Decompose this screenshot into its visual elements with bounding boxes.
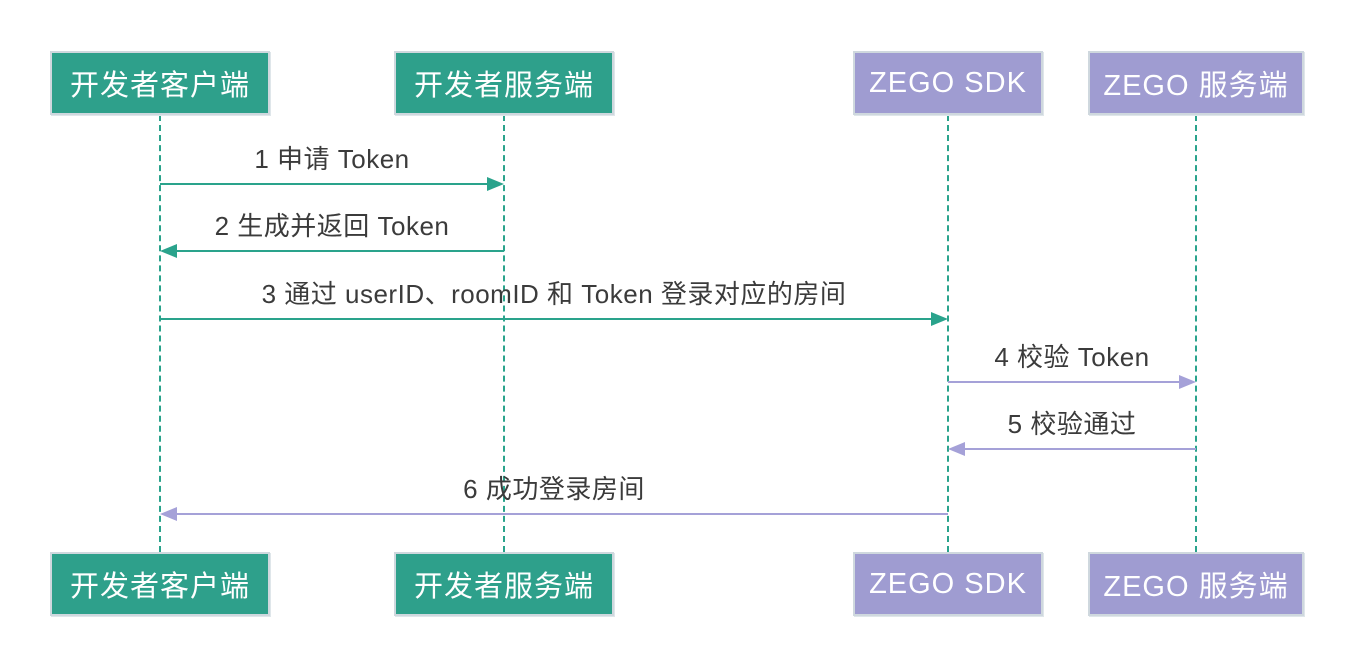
actor-box-top-dev-server: 开发者服务端 (394, 51, 614, 115)
message-label-3: 3 通过 userID、roomID 和 Token 登录对应的房间 (261, 279, 847, 309)
actor-label-dev-client: 开发者客户端 (69, 571, 250, 603)
message-arrow-line-5 (961, 448, 1196, 450)
actor-box-bottom-dev-client: 开发者客户端 (50, 552, 270, 616)
message-arrow-line-4 (948, 381, 1183, 383)
message-arrowhead-2 (160, 244, 177, 258)
message-arrow-line-6 (173, 513, 948, 515)
lifeline-zego-sdk (947, 115, 949, 552)
actor-box-bottom-zego-server: ZEGO 服务端 (1088, 552, 1304, 616)
message-label-5: 5 校验通过 (1007, 409, 1137, 439)
lifeline-dev-server (503, 115, 505, 552)
actor-box-bottom-dev-server: 开发者服务端 (394, 552, 614, 616)
message-arrowhead-5 (948, 442, 965, 456)
message-arrow-line-2 (173, 250, 504, 252)
lifeline-zego-server (1195, 115, 1197, 552)
message-arrow-line-3 (160, 318, 935, 320)
actor-box-top-zego-sdk: ZEGO SDK (853, 51, 1043, 115)
message-label-2: 2 生成并返回 Token (214, 211, 450, 241)
lifeline-dev-client (159, 115, 161, 552)
actor-label-zego-server: ZEGO 服务端 (1103, 571, 1289, 603)
actor-label-zego-sdk: ZEGO SDK (869, 66, 1027, 99)
actor-label-dev-server: 开发者服务端 (413, 70, 594, 102)
message-arrow-line-1 (160, 183, 491, 185)
actor-box-top-dev-client: 开发者客户端 (50, 51, 270, 115)
message-label-1: 1 申请 Token (254, 144, 410, 174)
message-arrowhead-3 (931, 312, 948, 326)
message-arrowhead-1 (487, 177, 504, 191)
actor-label-zego-sdk: ZEGO SDK (869, 567, 1027, 600)
actor-label-dev-server: 开发者服务端 (413, 571, 594, 603)
actor-box-top-zego-server: ZEGO 服务端 (1088, 51, 1304, 115)
message-label-6: 6 成功登录房间 (463, 474, 645, 504)
message-label-4: 4 校验 Token (994, 342, 1150, 372)
actor-box-bottom-zego-sdk: ZEGO SDK (853, 552, 1043, 616)
message-arrowhead-6 (160, 507, 177, 521)
actor-label-dev-client: 开发者客户端 (69, 70, 250, 102)
message-arrowhead-4 (1179, 375, 1196, 389)
actor-label-zego-server: ZEGO 服务端 (1103, 70, 1289, 102)
